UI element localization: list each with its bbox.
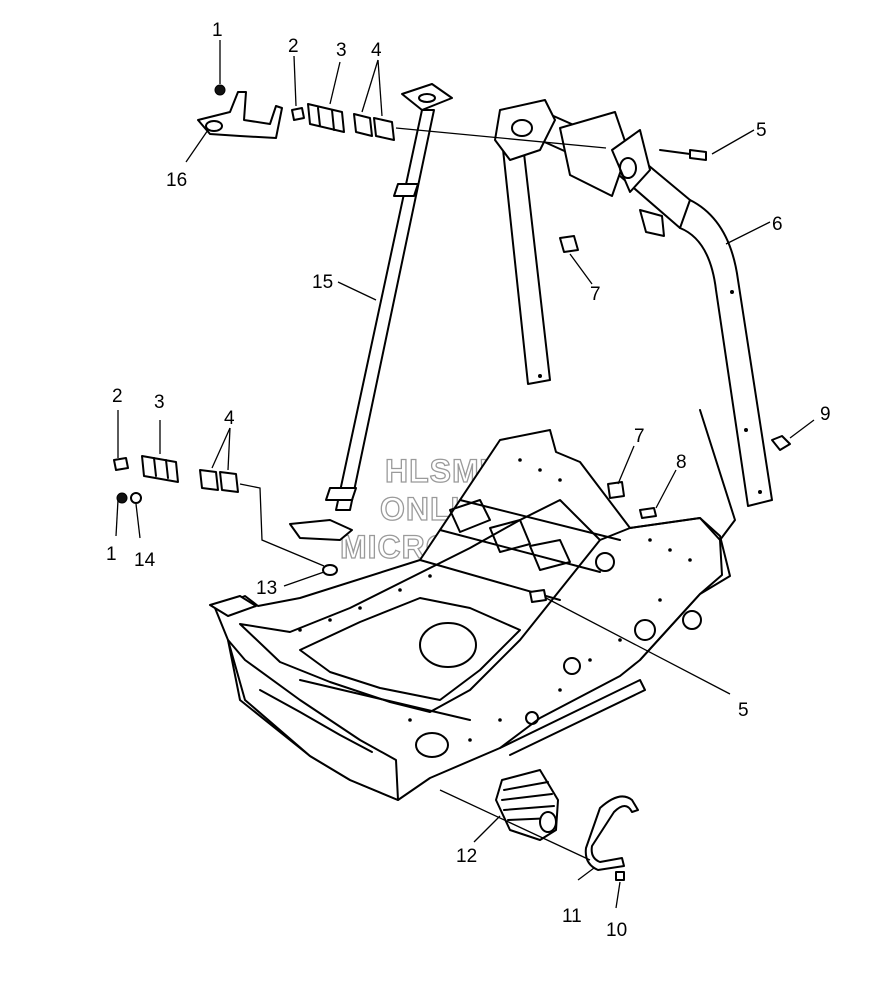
- roll-cage-hole-3: [758, 490, 762, 494]
- nut-1-left: [116, 492, 128, 504]
- callout-8: 8: [676, 452, 687, 473]
- frame-outline: [214, 429, 731, 801]
- callout-6: 6: [772, 214, 783, 235]
- upper-bracket: [197, 91, 283, 139]
- washer-13: [322, 564, 338, 576]
- callout-1-left: 1: [106, 544, 117, 565]
- bolt-2-top: [291, 107, 305, 121]
- steering-post-clamp: [393, 183, 419, 197]
- clip-7-mid: [607, 481, 625, 499]
- roll-cage-front-leg: [501, 135, 551, 385]
- callout-4-top: 4: [371, 40, 382, 61]
- roll-cage-bracket: [494, 99, 556, 161]
- rear-plate-hole-2: [682, 610, 702, 630]
- clamp-3-left: [141, 455, 179, 483]
- callout-12: 12: [456, 846, 477, 867]
- callout-7-mid: 7: [634, 426, 645, 447]
- frame-side-rail-bottom: [499, 679, 646, 756]
- callout-14: 14: [134, 550, 156, 571]
- callout-11: 11: [562, 906, 582, 927]
- steering-post: [289, 83, 453, 541]
- right-hardware: [529, 435, 791, 603]
- washer-14: [130, 492, 142, 504]
- leader-lines: [115, 40, 815, 909]
- roll-cage-hole-2: [744, 428, 748, 432]
- frame-upper-rim: [239, 499, 601, 713]
- frame-gusset-3: [489, 519, 531, 553]
- nut-1-top: [214, 84, 226, 96]
- roll-cage-rear-leg: [679, 199, 773, 507]
- frame-inner-floor: [299, 597, 521, 701]
- screw-10: [615, 871, 625, 881]
- boot-ribs: [501, 781, 555, 821]
- frame-hole-4: [563, 657, 581, 675]
- frame-cross-member-2: [439, 529, 601, 573]
- clamp-3-left-detail: [153, 457, 169, 479]
- callout-4-left: 4: [224, 408, 235, 429]
- retainer-11: [584, 795, 639, 881]
- frame-rear-tab: [699, 409, 736, 541]
- callout-13: 13: [256, 578, 277, 599]
- bolt-5-top-shank: [659, 149, 691, 155]
- top-hardware: [214, 84, 707, 253]
- steering-post-collar: [325, 487, 357, 501]
- callouts: 1 2 3 4 5 6 7 15 16 2 3 4 1 14 7 8 9 13 …: [106, 20, 831, 941]
- bolt-2-left: [113, 457, 129, 471]
- callout-2-left: 2: [112, 386, 123, 407]
- steering-post-top-plate: [401, 83, 453, 111]
- callout-16: 16: [166, 170, 187, 191]
- callout-10: 10: [606, 920, 627, 941]
- roll-cage-hole-4: [730, 290, 734, 294]
- callout-2-top: 2: [288, 36, 299, 57]
- bolt-5-mid: [529, 589, 547, 603]
- clamp-3-top-detail: [317, 107, 335, 131]
- roll-cage-side-tab: [639, 209, 665, 237]
- main-frame: [209, 409, 736, 801]
- clamp-3-top: [307, 103, 345, 133]
- frame-gusset-2: [529, 539, 571, 571]
- callout-7-top: 7: [590, 284, 601, 305]
- roll-cage-mount-hole: [619, 157, 637, 179]
- frame-hole-5: [525, 711, 539, 725]
- callout-9: 9: [820, 404, 831, 425]
- bolt-5-top: [689, 149, 707, 161]
- bushing-4-top-a: [353, 113, 373, 137]
- upper-bracket-hole: [205, 120, 223, 132]
- frame-oval-opening: [419, 622, 477, 668]
- roll-cage-hole-1: [538, 374, 542, 378]
- roll-cage: [494, 99, 773, 507]
- clip-7-top: [559, 235, 579, 253]
- rear-plate-hole-3: [595, 552, 615, 572]
- roll-cage-mount-plate: [611, 129, 651, 193]
- frame-gusset-1: [449, 499, 491, 533]
- retainer-body: [584, 795, 639, 871]
- left-hardware: [113, 455, 338, 576]
- bolt-8: [639, 507, 657, 519]
- bushing-4-left-a: [199, 469, 219, 491]
- rear-plate-hole-1: [634, 619, 656, 641]
- boot-end: [539, 811, 557, 833]
- upper-bracket-body: [197, 91, 283, 139]
- steering-post-tube: [335, 109, 435, 511]
- callout-3-top: 3: [336, 40, 347, 61]
- nut-9: [771, 435, 791, 451]
- callout-15: 15: [312, 272, 333, 293]
- frame-cross-member-4: [299, 679, 471, 721]
- callout-5-mid: 5: [738, 700, 749, 721]
- frame-cross-member-3: [459, 499, 621, 541]
- frame-front-flange: [209, 595, 257, 617]
- frame-front-detail: [259, 689, 373, 753]
- frame-rivets: [298, 458, 692, 742]
- bushing-4-left-b: [219, 471, 239, 493]
- roll-cage-bracket-hole: [511, 119, 533, 137]
- steering-post-top-hole: [418, 93, 436, 103]
- boot-12: [495, 769, 559, 841]
- bushing-4-top-b: [373, 117, 395, 141]
- callout-1-top: 1: [212, 20, 223, 41]
- steering-post-base: [289, 519, 353, 541]
- callout-5-top: 5: [756, 120, 767, 141]
- callout-3-left: 3: [154, 392, 165, 413]
- frame-front-hole: [415, 732, 449, 758]
